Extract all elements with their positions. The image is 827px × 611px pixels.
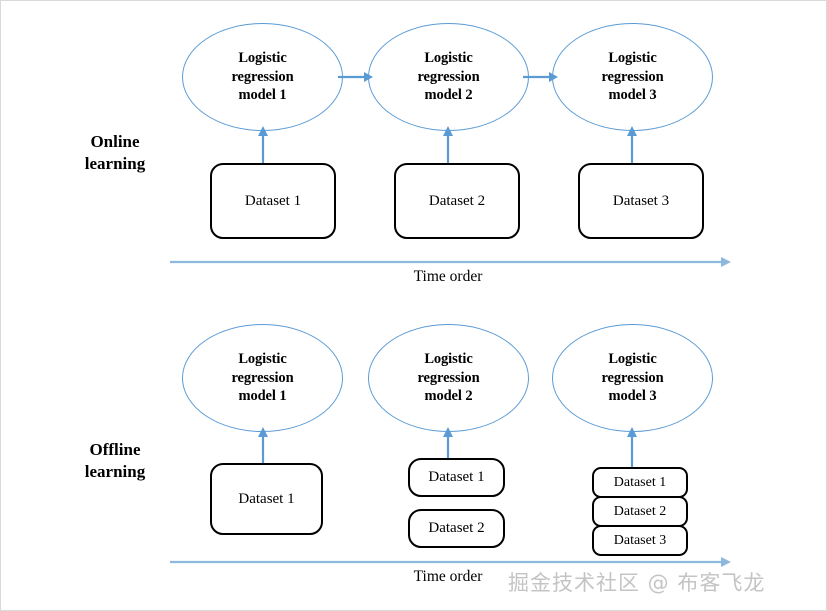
model-offline-1-line2: regression	[231, 369, 294, 386]
dataset-box-offline-2-2-label: Dataset 2	[428, 520, 485, 536]
dataset-box-offline-3-2[interactable]: Dataset 2	[592, 496, 688, 527]
timeline-arrow-online	[170, 255, 732, 269]
model-ellipse-offline-2[interactable]: Logistic regression model 2	[368, 324, 529, 432]
model-ellipse-offline-1[interactable]: Logistic regression model 1	[182, 324, 343, 432]
model-ellipse-offline-3-text: Logistic regression model 3	[601, 350, 663, 406]
model-online-3-line2: regression	[601, 68, 664, 85]
dataset-box-offline-2-1[interactable]: Dataset 1	[408, 458, 505, 497]
time-order-label-online: Time order	[368, 268, 528, 286]
model-online-3-line3: model 3	[608, 87, 657, 104]
dataset-box-offline-2-2[interactable]: Dataset 2	[408, 509, 505, 548]
feed-arrow-offline-1	[256, 427, 270, 467]
dataset-box-online-3-1[interactable]: Dataset 3	[578, 163, 704, 239]
dataset-box-offline-3-1[interactable]: Dataset 1	[592, 467, 688, 498]
model-online-1-line2: regression	[231, 68, 294, 85]
dataset-box-offline-1-1[interactable]: Dataset 1	[210, 463, 323, 535]
dataset-box-offline-3-3[interactable]: Dataset 3	[592, 525, 688, 556]
model-ellipse-online-1-text: Logistic regression model 1	[231, 49, 293, 105]
dataset-box-online-1-1-label: Dataset 1	[244, 192, 302, 209]
feed-arrow-offline-2	[441, 427, 455, 460]
model-ellipse-online-3-text: Logistic regression model 3	[601, 49, 663, 105]
model-offline-3-line1: Logistic	[608, 351, 657, 368]
model-ellipse-online-3[interactable]: Logistic regression model 3	[552, 23, 713, 131]
model-online-2-line2: regression	[417, 68, 480, 85]
feed-arrow-online-2	[441, 126, 455, 166]
model-ellipse-offline-2-text: Logistic regression model 2	[417, 350, 479, 406]
chain-arrow-online-1-to-2	[338, 70, 374, 84]
row-label-online-line1: Online	[90, 132, 140, 151]
model-online-2-line1: Logistic	[424, 50, 473, 67]
row-label-offline: Offline learning	[30, 439, 200, 483]
dataset-box-offline-3-2-label: Dataset 2	[613, 503, 667, 519]
time-order-label-offline-text: Time order	[413, 568, 483, 585]
row-label-offline-line1: Offline	[89, 440, 141, 459]
dataset-box-online-2-1-label: Dataset 2	[428, 192, 486, 209]
model-offline-3-line2: regression	[601, 369, 664, 386]
model-offline-2-line1: Logistic	[424, 351, 473, 368]
chain-arrow-online-2-to-3	[523, 70, 559, 84]
dataset-box-online-3-1-label: Dataset 3	[612, 192, 670, 209]
row-label-offline-line2: learning	[84, 462, 146, 481]
model-ellipse-offline-1-text: Logistic regression model 1	[231, 350, 293, 406]
dataset-box-offline-1-1-label: Dataset 1	[238, 490, 295, 507]
time-order-label-offline: Time order	[368, 568, 528, 586]
model-ellipse-offline-3[interactable]: Logistic regression model 3	[552, 324, 713, 432]
model-offline-1-line1: Logistic	[238, 351, 287, 368]
watermark-text: 掘金技术社区 @ 布客飞龙	[508, 571, 766, 595]
feed-arrow-offline-3	[625, 427, 639, 467]
model-offline-2-line3: model 2	[424, 388, 473, 405]
model-online-2-line3: model 2	[424, 87, 473, 104]
dataset-box-offline-3-3-label: Dataset 3	[613, 532, 667, 548]
model-online-3-line1: Logistic	[608, 50, 657, 67]
feed-arrow-online-1	[256, 126, 270, 166]
model-offline-1-line3: model 1	[238, 388, 287, 405]
model-offline-2-line2: regression	[417, 369, 480, 386]
model-ellipse-online-1[interactable]: Logistic regression model 1	[182, 23, 343, 131]
model-ellipse-online-2[interactable]: Logistic regression model 2	[368, 23, 529, 131]
dataset-box-online-2-1[interactable]: Dataset 2	[394, 163, 520, 239]
time-order-label-online-text: Time order	[413, 268, 483, 285]
model-offline-3-line3: model 3	[608, 388, 657, 405]
dataset-box-online-1-1[interactable]: Dataset 1	[210, 163, 336, 239]
model-online-1-line3: model 1	[238, 87, 287, 104]
row-label-online: Online learning	[30, 131, 200, 175]
model-online-1-line1: Logistic	[238, 50, 287, 67]
timeline-arrow-offline	[170, 555, 732, 569]
dataset-box-offline-2-1-label: Dataset 1	[428, 469, 485, 485]
dataset-box-offline-3-1-label: Dataset 1	[613, 474, 667, 490]
feed-arrow-online-3	[625, 126, 639, 166]
model-ellipse-online-2-text: Logistic regression model 2	[417, 49, 479, 105]
row-label-online-line2: learning	[84, 154, 146, 173]
